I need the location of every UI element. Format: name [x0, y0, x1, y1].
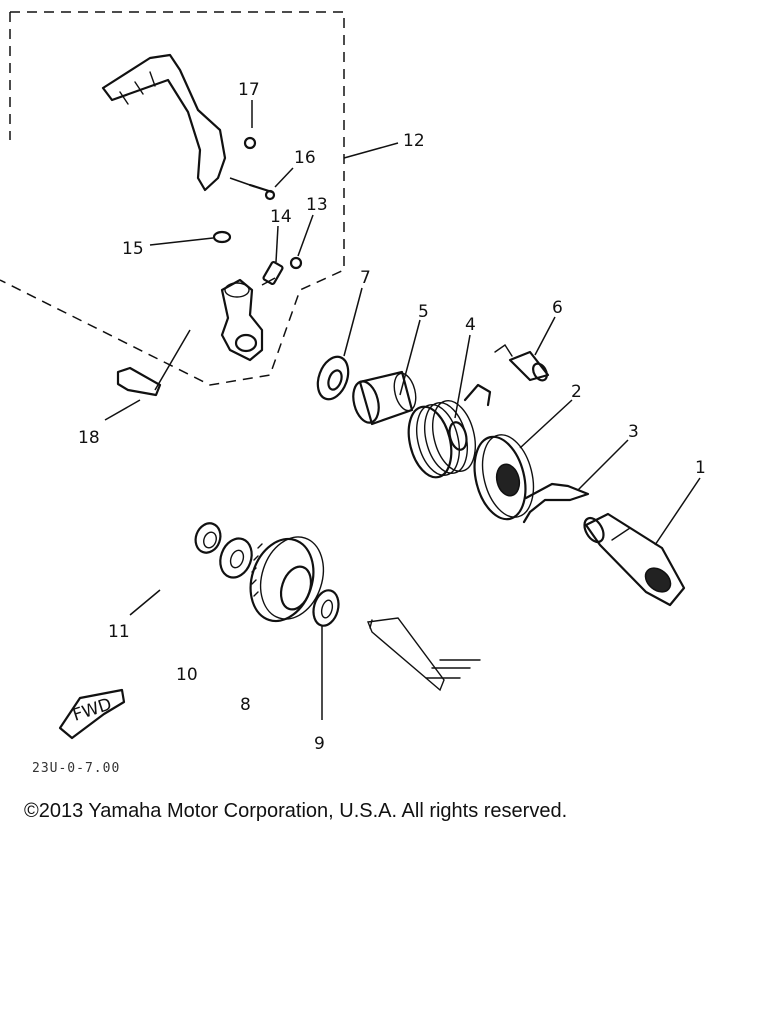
ratchet-wheel-2: [473, 399, 573, 521]
callout-17: 17: [238, 80, 260, 100]
callout-labels: 1 2 3 4 5 6 7 8 9 10 11 12 13 14 15 16 1…: [78, 80, 706, 754]
washer-9: [312, 589, 340, 720]
callout-3: 3: [628, 422, 639, 442]
callout-14: 14: [270, 207, 292, 227]
callout-11: 11: [108, 622, 130, 642]
spring-4: [407, 334, 492, 479]
callout-4: 4: [465, 315, 476, 335]
circlip-11: [129, 522, 222, 616]
callout-9: 9: [314, 734, 325, 754]
callout-6: 6: [552, 298, 563, 318]
kick-lever: [101, 53, 227, 192]
assembly-boundary: [0, 11, 345, 386]
circlip-7: [316, 287, 363, 401]
washer-10: [219, 537, 253, 579]
callout-8: 8: [240, 695, 251, 715]
callout-1: 1: [695, 458, 706, 478]
callout-2: 2: [571, 382, 582, 402]
ball-13: [289, 214, 314, 270]
copyright-notice: ©2013 Yamaha Motor Corporation, U.S.A. A…: [24, 800, 568, 822]
callout-7: 7: [360, 268, 371, 288]
callout-10: 10: [176, 665, 198, 685]
callout-16: 16: [294, 148, 316, 168]
parts-diagram: FWD 1 2 3 4 5 6 7 8 9 10 11 12 13 14 15 …: [0, 11, 706, 754]
callout-5: 5: [418, 302, 429, 322]
fwd-arrow: FWD: [58, 688, 126, 740]
collar-5: [352, 319, 421, 426]
callout-15: 15: [122, 239, 144, 259]
callout-13: 13: [306, 195, 328, 215]
kick-axle-1: [583, 477, 701, 607]
fwd-label: FWD: [70, 694, 114, 725]
bolt-18: [104, 329, 191, 421]
shaft: [367, 617, 481, 692]
ball-15: [149, 230, 232, 246]
spring-14: [262, 225, 284, 286]
callout-12: 12: [403, 131, 425, 151]
pin-16: [229, 167, 294, 201]
callout-18: 18: [78, 428, 100, 448]
idle-gear-8: [249, 536, 325, 623]
spring-guide-6: [494, 316, 556, 382]
circlip-17: [243, 136, 257, 150]
diagram-code: 23U-0-7.00: [32, 761, 121, 776]
lever-boss: [220, 277, 276, 362]
clip-3: [522, 439, 629, 524]
